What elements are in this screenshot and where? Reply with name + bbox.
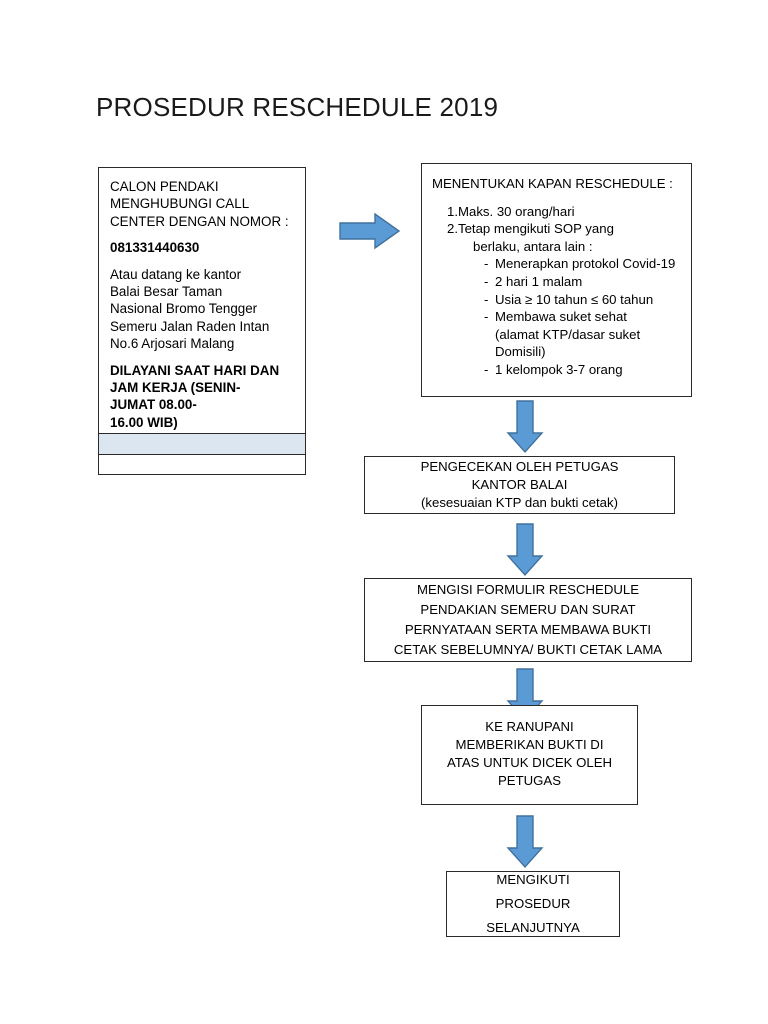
selanjutnya-line-1: MENGIKUTI (496, 872, 570, 887)
list-item: - Membawa suket sehat (alamat KTP/dasar … (473, 308, 683, 361)
ranupani-line-2: MEMBERIKAN BUKTI DI (455, 737, 604, 752)
call-center-hours-line-3: JUMAT 08.00- (110, 397, 197, 413)
list-text-line-1: Membawa suket sehat (495, 309, 627, 325)
box-call-center-body: CALON PENDAKI MENGHUBUNGI CALL CENTER DE… (99, 168, 305, 475)
call-center-hours-line-2: JAM KERJA (SENIN- (110, 380, 241, 396)
list-text: Maks. 30 orang/hari (458, 203, 575, 219)
list-marker: 1. (447, 203, 458, 219)
arrow-down-icon (506, 815, 544, 869)
list-text: Menerapkan protokol Covid-19 (495, 256, 676, 272)
arrow-down-icon (506, 400, 544, 454)
box-pengecekan-body: PENGECEKAN OLEH PETUGAS KANTOR BALAI (ke… (365, 457, 674, 513)
list-item: 2. Tetap mengikuti SOP yang (432, 220, 683, 238)
list-text: 2 hari 1 malam (495, 273, 583, 289)
list-item: 1. Maks. 30 orang/hari (432, 203, 683, 221)
list-item: - 1 kelompok 3-7 orang (473, 361, 683, 379)
selanjutnya-line-3: SELANJUTNYA (486, 920, 580, 935)
box-ranupani-body: KE RANUPANI MEMBERIKAN BUKTI DI ATAS UNT… (422, 706, 637, 804)
list-text-line-2: (alamat KTP/dasar suket (495, 326, 641, 342)
spacer (110, 257, 296, 266)
ranupani-line-1: KE RANUPANI (485, 719, 574, 734)
list-item: - Usia ≥ 10 tahun ≤ 60 tahun (473, 291, 683, 309)
list-text: Usia ≥ 10 tahun ≤ 60 tahun (495, 291, 654, 307)
box-criteria: MENENTUKAN KAPAN RESCHEDULE : 1. Maks. 3… (421, 163, 692, 397)
criteria-item-2-continuation: berlaku, antara lain : (473, 238, 593, 254)
criteria-numbered-list: 1. Maks. 30 orang/hari 2. Tetap mengikut… (432, 203, 683, 238)
box-formulir-body: MENGISI FORMULIR RESCHEDULE PENDAKIAN SE… (365, 579, 691, 661)
box-formulir: MENGISI FORMULIR RESCHEDULE PENDAKIAN SE… (364, 578, 692, 662)
box-criteria-body: MENENTUKAN KAPAN RESCHEDULE : 1. Maks. 3… (422, 164, 691, 396)
list-item: - 2 hari 1 malam (473, 273, 683, 291)
call-center-address-line-2: Balai Besar Taman (110, 284, 223, 300)
spacer (110, 353, 296, 362)
list-text: 1 kelompok 3-7 orang (495, 361, 623, 377)
list-item: - Menerapkan protokol Covid-19 (473, 255, 683, 273)
call-center-address-line-4: Semeru Jalan Raden Intan (110, 318, 270, 334)
call-center-hours-line-4: 16.00 WIB) (110, 414, 178, 430)
formulir-line-4: CETAK SEBELUMNYA/ BUKTI CETAK LAMA (393, 642, 663, 657)
box-pengecekan: PENGECEKAN OLEH PETUGAS KANTOR BALAI (ke… (364, 456, 675, 514)
pengecekan-line-1: PENGECEKAN OLEH PETUGAS (420, 459, 619, 474)
call-center-address-line-5: No.6 Arjosari Malang (110, 336, 235, 352)
box-selanjutnya-body: MENGIKUTI PROSEDUR SELANJUTNYA (447, 872, 619, 936)
call-center-hours-line-1: DILAYANI SAAT HARI DAN (110, 362, 280, 378)
ranupani-line-4: PETUGAS (497, 773, 562, 788)
spacer (110, 230, 296, 239)
list-text: Tetap mengikuti SOP yang (458, 221, 614, 237)
call-center-address-line-1: Atau datang ke kantor (110, 266, 242, 282)
list-marker: - (484, 256, 489, 272)
call-center-phone-number: 081331440630 (110, 240, 200, 256)
call-center-heading-line-2: MENGHUBUNGI CALL (110, 196, 250, 212)
blank-cell-empty (98, 454, 306, 475)
call-center-heading-line-3: CENTER DENGAN NOMOR : (110, 213, 289, 229)
formulir-line-2: PENDAKIAN SEMERU DAN SURAT (420, 602, 636, 617)
selanjutnya-line-2: PROSEDUR (495, 896, 571, 911)
ranupani-line-3: ATAS UNTUK DICEK OLEH (446, 755, 613, 770)
list-marker: - (484, 291, 489, 307)
box-ranupani: KE RANUPANI MEMBERIKAN BUKTI DI ATAS UNT… (421, 705, 638, 805)
pengecekan-line-2: KANTOR BALAI (471, 477, 568, 492)
arrow-down-icon (506, 523, 544, 577)
list-marker: 2. (447, 221, 458, 237)
list-text: Membawa suket sehat (alamat KTP/dasar su… (495, 308, 683, 361)
list-marker: - (484, 273, 489, 289)
call-center-heading-line-1: CALON PENDAKI (110, 179, 219, 194)
criteria-heading: MENENTUKAN KAPAN RESCHEDULE : (432, 176, 673, 191)
box-selanjutnya: MENGIKUTI PROSEDUR SELANJUTNYA (446, 871, 620, 937)
call-center-address-line-3: Nasional Bromo Tengger (110, 301, 258, 317)
arrow-right-icon (339, 211, 401, 251)
list-marker: - (484, 309, 489, 325)
blank-cell-highlighted (98, 433, 306, 454)
criteria-sub-list: - Menerapkan protokol Covid-19 - 2 hari … (432, 255, 683, 378)
formulir-line-1: MENGISI FORMULIR RESCHEDULE (416, 582, 640, 597)
page-title: PROSEDUR RESCHEDULE 2019 (96, 92, 499, 122)
pengecekan-line-3: (kesesuaian KTP dan bukti cetak) (421, 495, 618, 510)
formulir-line-3: PERNYATAAN SERTA MEMBAWA BUKTI (404, 622, 652, 637)
list-text-line-3: Domisili) (495, 344, 546, 360)
list-marker: - (484, 361, 489, 377)
box-call-center: CALON PENDAKI MENGHUBUNGI CALL CENTER DE… (98, 167, 306, 475)
